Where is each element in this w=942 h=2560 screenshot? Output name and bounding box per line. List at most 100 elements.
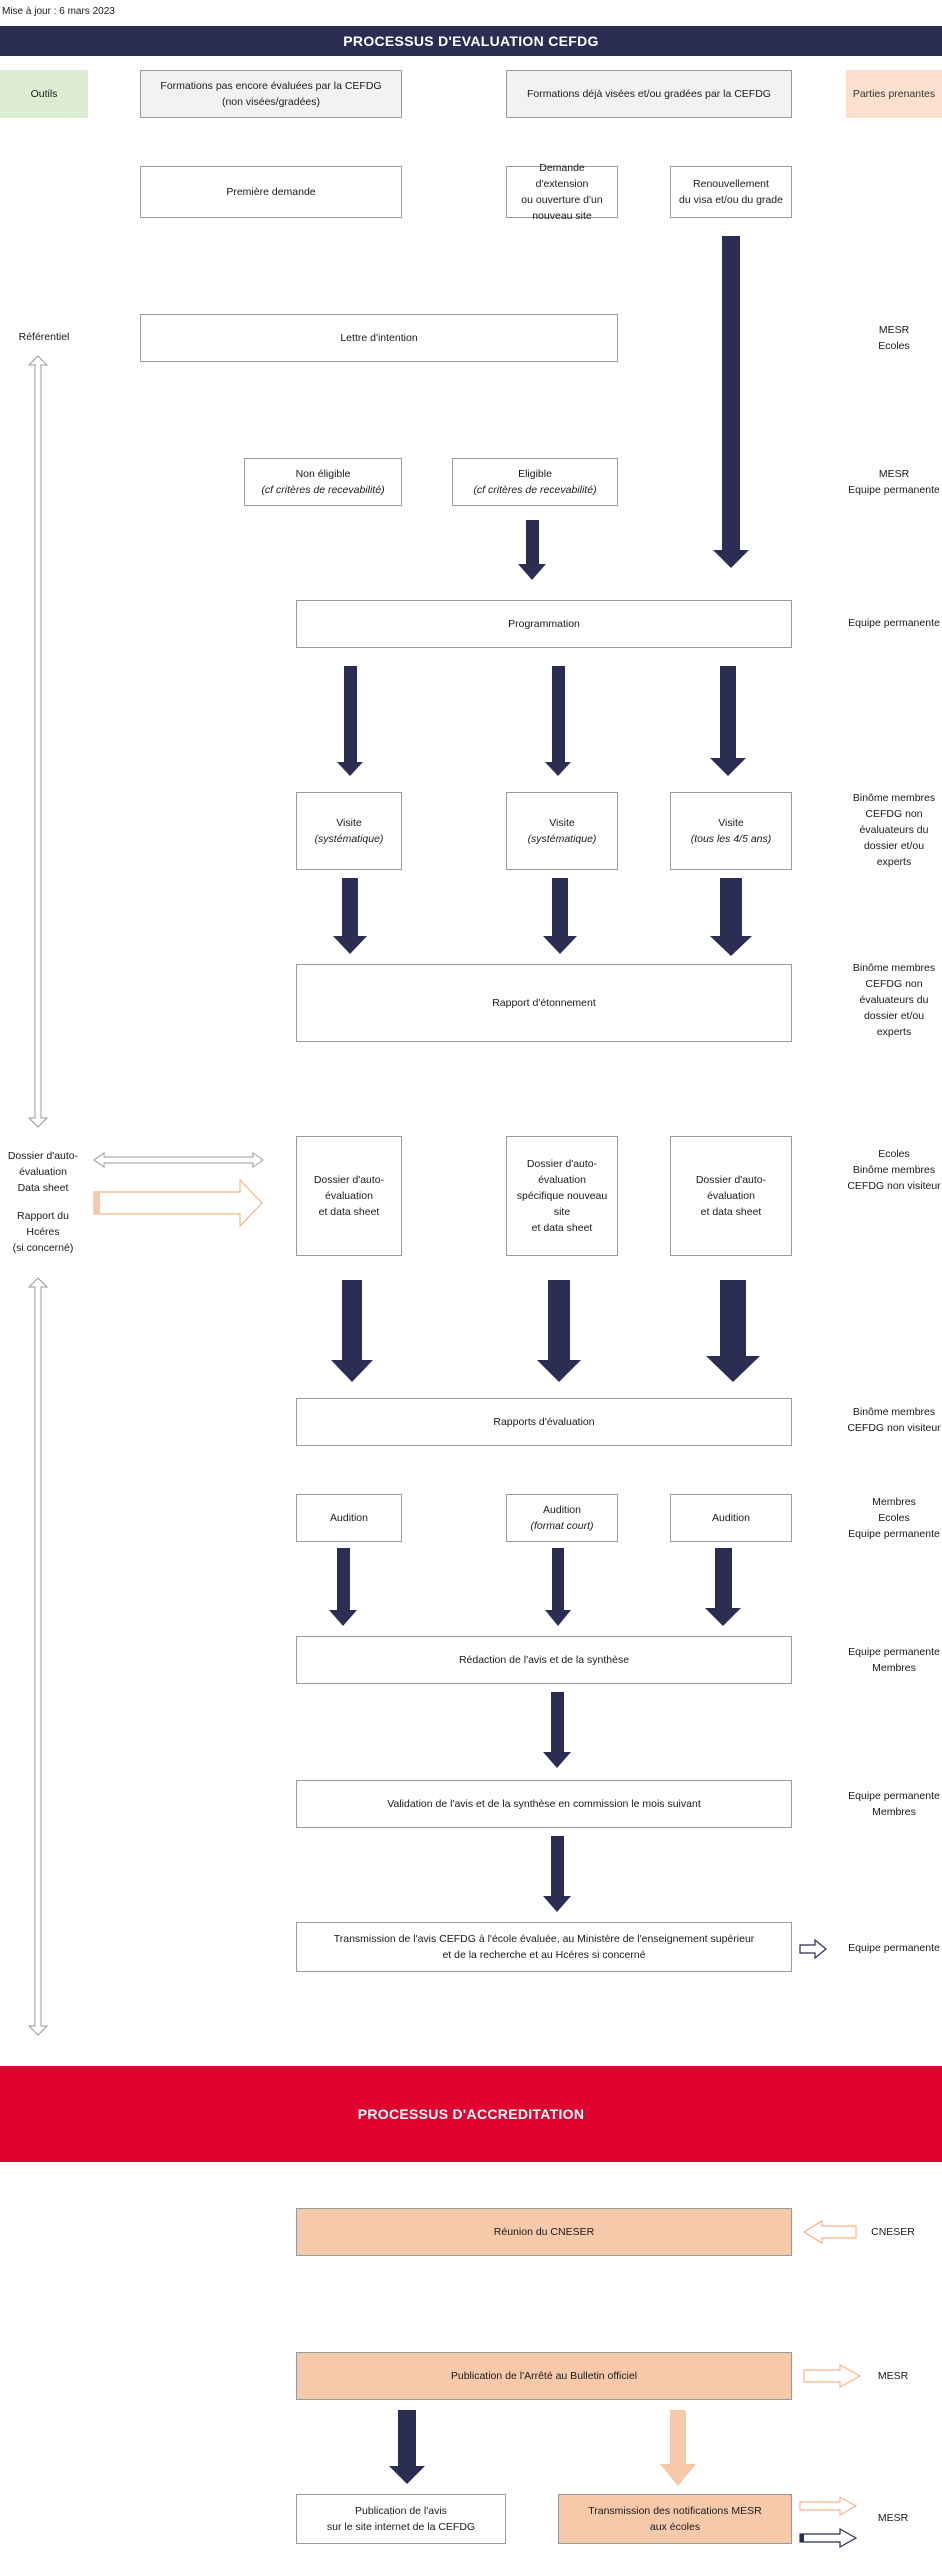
stakeholder-s5-line-2: CEFDG non: [865, 978, 923, 990]
visit-box-2: Visite (systématique): [506, 792, 618, 870]
audition-box-3: Audition: [670, 1494, 792, 1542]
self-eval-2-line-4: et data sheet: [531, 1222, 593, 1234]
stakeholder-s4-line-1: Binôme membres: [852, 792, 936, 804]
notifications-line-1: Transmission des notifications MESR: [588, 2505, 762, 2517]
arrow-dossier-1-to-eval-reports: [331, 1280, 373, 1382]
evaluation-reports-box: Rapports d'évaluation: [296, 1398, 792, 1446]
arrow-tools-to-dossiers-double: [93, 1152, 264, 1168]
arrow-eligible-to-programming: [518, 520, 546, 580]
notifications-box: Transmission des notifications MESR aux …: [558, 2494, 792, 2544]
programming-label: Programmation: [508, 618, 580, 630]
stakeholder-s1-line-1: MESR: [878, 324, 910, 336]
arrow-referentiel-range: [27, 355, 49, 1128]
arrow-mesr-notifications-navy-tail: [800, 2534, 804, 2542]
column-header-stakeholders: Parties prenantes: [846, 70, 942, 118]
publication-decree-box: Publication de l'Arrêté au Bulletin offi…: [296, 2352, 792, 2400]
arrow-audition-2-to-drafting: [545, 1548, 571, 1626]
publication-decree-label: Publication de l'Arrêté au Bulletin offi…: [450, 2370, 638, 2382]
extension-line-2: ou ouverture d'un: [521, 194, 603, 206]
tool-rapport-line-1: Rapport du: [17, 1210, 69, 1222]
validation-box: Validation de l'avis et de la synthèse e…: [296, 1780, 792, 1828]
astonishment-report-box: Rapport d'étonnement: [296, 964, 792, 1042]
extension-line-3: nouveau site: [532, 210, 592, 222]
visit-box-1: Visite (systématique): [296, 792, 402, 870]
stakeholders-validation: Equipe permanente Membres: [846, 1788, 942, 1820]
extension-request-box: Demande d'extension ou ouverture d'un no…: [506, 162, 618, 222]
notifications-line-2: aux écoles: [649, 2521, 701, 2533]
visit-3-line-2: (tous les 4/5 ans): [690, 833, 772, 845]
arrow-renewal-to-programming: [713, 236, 749, 568]
arrow-transmission-outgoing: [799, 1938, 827, 1960]
publication-opinion-line-2: sur le site internet de la CEFDG: [326, 2521, 476, 2533]
first-request-label: Première demande: [226, 186, 316, 198]
stakeholder-s5-line-5: experts: [876, 1026, 912, 1038]
column-header-tools-label: Outils: [30, 88, 58, 100]
arrow-validation-to-transmission: [543, 1836, 571, 1912]
self-eval-3-line-1: Dossier d'auto-évaluation: [695, 1174, 767, 1202]
transmission-box: Transmission de l'avis CEFDG à l'école é…: [296, 1922, 792, 1972]
intent-letter-box: Lettre d'intention: [140, 314, 618, 362]
audition-1-label: Audition: [330, 1512, 368, 1524]
update-note: Mise à jour : 6 mars 2023: [2, 6, 115, 17]
arrow-tools-to-dossiers-peach: [93, 1178, 263, 1228]
stakeholder-s8-line-1: Membres: [872, 1496, 916, 1508]
self-eval-2-line-3: spécifique nouveau site: [516, 1190, 608, 1218]
visit-1-line-1: Visite: [336, 817, 362, 829]
arrow-drafting-to-validation: [543, 1692, 571, 1768]
column-header-new-programs: Formations pas encore évaluées par la CE…: [140, 70, 402, 118]
tool-rapport-line-2: Hcéres: [26, 1226, 60, 1238]
stakeholders-eval-reports: Binôme membres CEFDG non visiteur: [846, 1404, 942, 1436]
arrow-mesr-notifications-peach: [799, 2495, 858, 2517]
eligible-line-1: Eligible: [518, 468, 552, 480]
stakeholder-s6-line-3: CEFDG non visiteur: [847, 1180, 941, 1192]
stakeholders-auditions: Membres Ecoles Equipe permanente: [846, 1494, 942, 1542]
column-header-tools: Outils: [0, 70, 88, 118]
not-eligible-box: Non éligible (cf critères de recevabilit…: [244, 458, 402, 506]
cneser-meeting-label: Réunion du CNESER: [493, 2226, 595, 2238]
audition-3-label: Audition: [712, 1512, 750, 1524]
tool-referentiel: Référentiel: [18, 331, 70, 343]
arrow-programming-to-visit-3: [710, 666, 746, 776]
stakeholder-s9-line-2: Membres: [872, 1662, 916, 1674]
stakeholders-eligibility: MESR Equipe permanente: [846, 466, 942, 498]
renewal-line-2: du visa et/ou du grade: [679, 194, 783, 206]
stakeholder-s6-line-1: Ecoles: [878, 1148, 910, 1160]
drafting-label: Rédaction de l'avis et de la synthèse: [458, 1654, 630, 1666]
stakeholder-s2-line-1: MESR: [878, 468, 910, 480]
self-eval-1-line-1: Dossier d'auto-: [313, 1174, 385, 1186]
arrow-tools-to-dossiers-peach-tail: [94, 1192, 100, 1214]
visit-2-line-1: Visite: [549, 817, 575, 829]
visit-box-3: Visite (tous les 4/5 ans): [670, 792, 792, 870]
column-header-stakeholders-label: Parties prenantes: [852, 88, 936, 100]
astonishment-report-label: Rapport d'étonnement: [492, 997, 596, 1009]
arrow-audition-3-to-drafting: [705, 1548, 741, 1626]
stakeholder-s4-line-3: évaluateurs du: [859, 824, 929, 836]
eligible-line-2: (cf critères de recevabilité): [473, 484, 597, 496]
self-eval-2-line-2: évaluation: [538, 1174, 586, 1186]
not-eligible-line-2: (cf critères de recevabilité): [261, 484, 385, 496]
tool-rapport-line-3: (si concerné): [12, 1242, 74, 1254]
first-request-box: Première demande: [140, 166, 402, 218]
renewal-box: Renouvellement du visa et/ou du grade: [670, 166, 792, 218]
extension-line-1: Demande d'extension: [535, 162, 589, 190]
tool-dossier: Dossier d'auto- évaluation Data sheet: [0, 1148, 86, 1196]
self-eval-2-line-1: Dossier d'auto-: [526, 1158, 598, 1170]
stakeholder-s9-line-1: Equipe permanente: [848, 1646, 940, 1658]
validation-label: Validation de l'avis et de la synthèse e…: [387, 1798, 701, 1810]
transmission-line-1: Transmission de l'avis CEFDG à l'école é…: [333, 1933, 755, 1945]
arrow-cneser-incoming: [802, 2219, 857, 2245]
stakeholder-s5-line-4: dossier et/ou: [863, 1010, 925, 1022]
audition-box-1: Audition: [296, 1494, 402, 1542]
self-eval-1-line-3: et data sheet: [318, 1206, 380, 1218]
arrow-visit-3-to-report: [710, 878, 752, 956]
self-eval-box-1: Dossier d'auto- évaluation et data sheet: [296, 1136, 402, 1256]
arrow-programming-to-visit-1: [337, 666, 363, 776]
arrow-dossier-2-to-eval-reports: [537, 1280, 581, 1382]
column-header-new-programs-line-2: (non visées/gradées): [221, 96, 321, 108]
tool-rapport: Rapport du Hcéres (si concerné): [0, 1208, 86, 1256]
evaluation-banner: PROCESSUS D'EVALUATION CEFDG: [0, 26, 942, 56]
not-eligible-line-1: Non éligible: [295, 468, 351, 480]
self-eval-3-line-2: et data sheet: [700, 1206, 762, 1218]
arrow-visit-1-to-report: [333, 878, 367, 954]
